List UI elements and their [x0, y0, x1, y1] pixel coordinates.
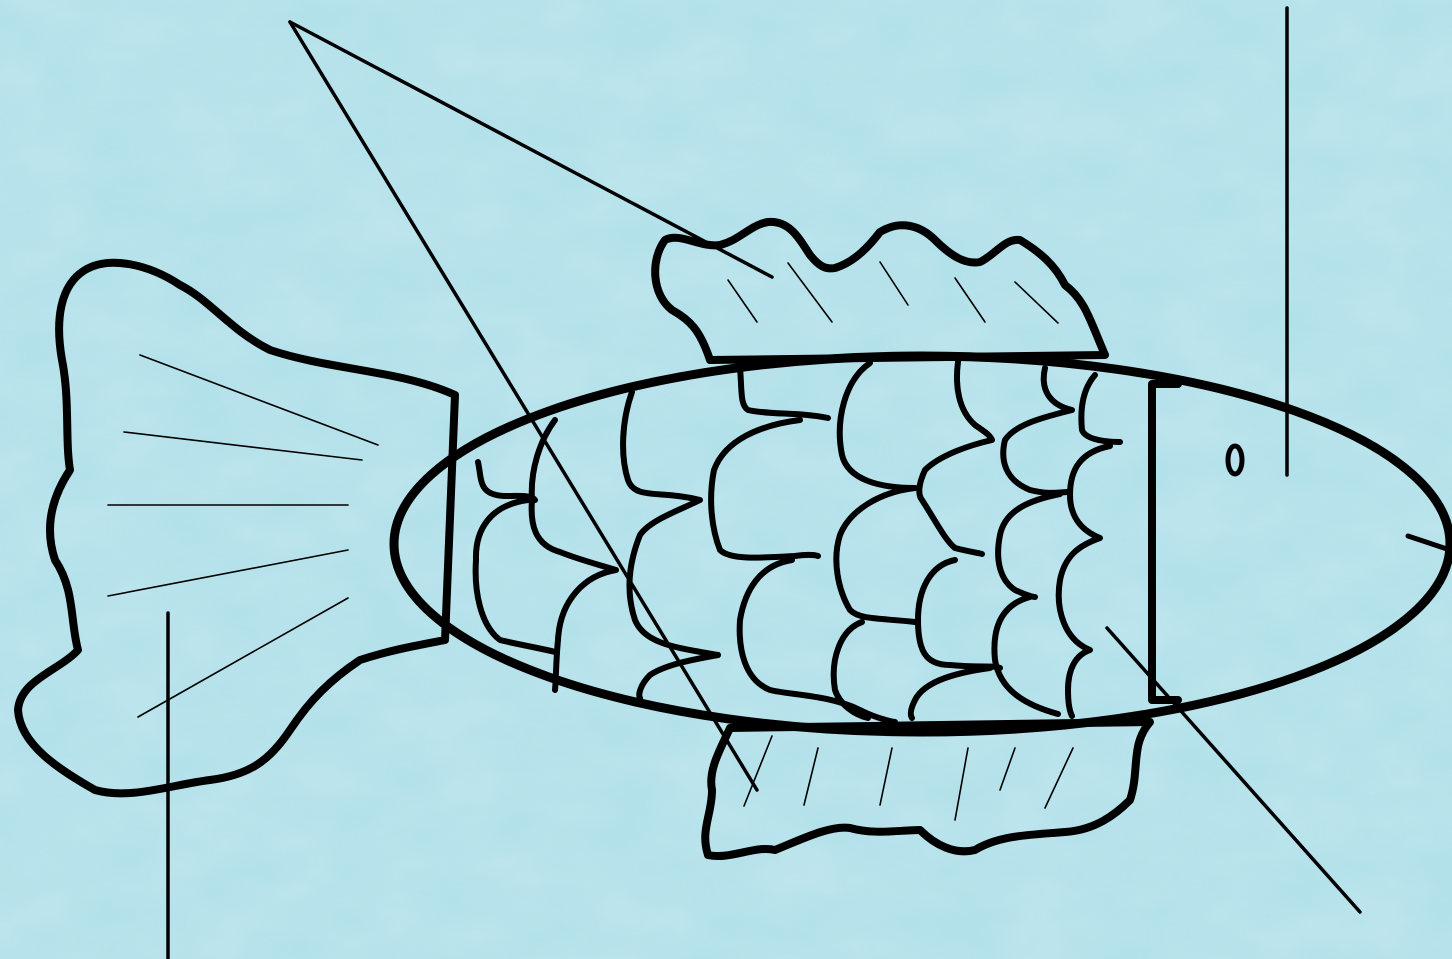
water-ripples — [0, 0, 1452, 959]
fish-diagram — [0, 0, 1452, 959]
